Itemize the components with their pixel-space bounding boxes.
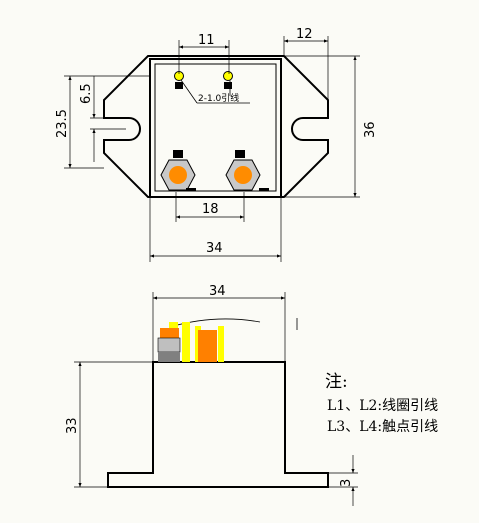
- side-dim-base-thickness: 3: [339, 479, 354, 487]
- pin-l2: [223, 71, 233, 81]
- note-line2: L3、L4:触点引线: [327, 419, 438, 435]
- dim-terminal-pitch: 18: [202, 202, 219, 217]
- pin-l1-base: [175, 82, 183, 89]
- side-outline: [107, 361, 329, 488]
- dim-hole-offset: 6.5: [79, 83, 94, 104]
- pin-l2-base: [224, 82, 232, 89]
- side-dim-height: 33: [65, 417, 80, 434]
- pin-callout-leader: [180, 79, 198, 104]
- note-title: 注:: [325, 372, 348, 392]
- terminal-l4: [225, 150, 269, 191]
- body-inner: [154, 63, 277, 192]
- terminal-l3: [160, 150, 196, 191]
- dim-body-width: 34: [206, 241, 223, 256]
- coil-assembly: [157, 318, 298, 362]
- flange-outline: [103, 55, 329, 198]
- top-view: 2-1.0引线 11 12 36: [55, 27, 378, 262]
- side-view: 34 33 3: [65, 284, 358, 506]
- dim-pin-pitch: 11: [198, 33, 215, 48]
- dim-ear-width: 12: [296, 27, 313, 42]
- dim-slot-height: 23.5: [55, 109, 70, 138]
- dim-height-36: 36: [363, 121, 378, 138]
- pin-callout-text: 2-1.0引线: [198, 92, 239, 104]
- notes: 注: L1、L2:线圈引线 L3、L4:触点引线: [325, 372, 438, 435]
- side-dim-width: 34: [209, 284, 226, 299]
- note-line1: L1、L2:线圈引线: [327, 398, 438, 414]
